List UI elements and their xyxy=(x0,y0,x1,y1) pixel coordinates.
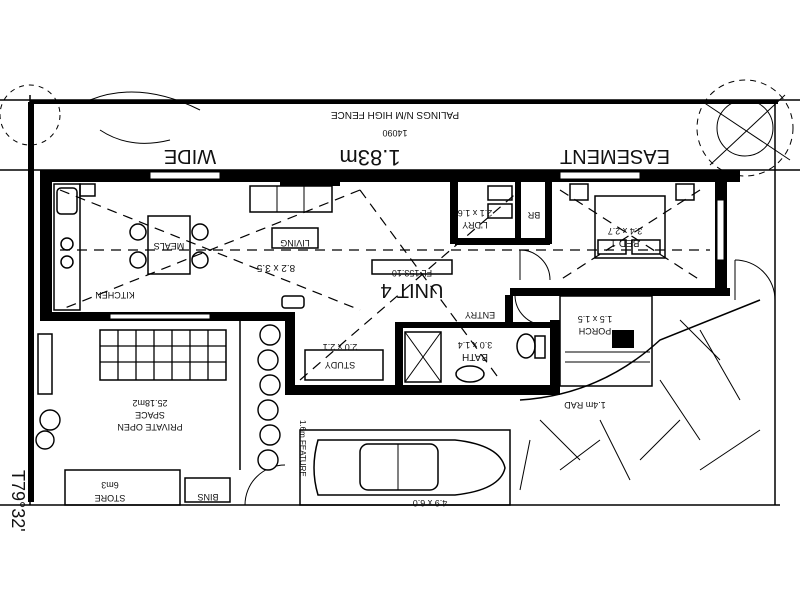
car xyxy=(299,429,511,506)
kitchen-label: KITCHEN xyxy=(95,290,135,300)
private-open-label: PRIVATE OPEN xyxy=(117,422,182,432)
bins-label: BINS xyxy=(197,492,218,502)
private-open-area: 25.18m2 xyxy=(132,398,167,408)
easement-width: 1.83m xyxy=(339,145,400,170)
bed1-dimension: 3.4 x 2.7 xyxy=(608,226,643,236)
meals-label: MEALS xyxy=(154,241,185,251)
laundry-dimension: 2.1 x 1.6 xyxy=(458,208,493,218)
door-swings xyxy=(244,249,776,506)
easement-annotations: PALINGS N/M HIGH FENCE 14090 1.83m WIDE … xyxy=(8,109,670,532)
living-dimension: 8.2 x 3.5 xyxy=(256,262,295,273)
bath-label: BATH xyxy=(462,351,488,362)
sofa xyxy=(249,185,333,213)
br-label: BR xyxy=(527,210,540,220)
bearing-label: T79°32' xyxy=(8,470,28,532)
shrubs xyxy=(35,324,281,471)
carport-dimension: 4.9 x 6.0 xyxy=(413,498,448,508)
porch-dimension: 1.5 x 1.5 xyxy=(578,314,613,324)
dining-table xyxy=(129,215,209,275)
store-label: STORE xyxy=(95,493,126,503)
entry-label: ENTRY xyxy=(465,310,495,320)
unit-label: UNIT 4 xyxy=(381,279,444,301)
garden-bed xyxy=(519,299,761,491)
fence-note: PALINGS N/M HIGH FENCE xyxy=(331,109,459,120)
floor-level-label: FL 153.10 xyxy=(392,268,432,278)
tree-sketch xyxy=(0,79,794,177)
garden-radius: 1.4m RAD xyxy=(564,400,606,410)
fence-dimension: 14090 xyxy=(382,128,407,138)
windows xyxy=(109,171,725,320)
bed1-label: BED 1 xyxy=(610,237,639,248)
easement-word-wide: WIDE xyxy=(164,145,216,167)
space-label: SPACE xyxy=(135,410,165,420)
study-dimension: 2.0 x 2.1 xyxy=(323,342,358,352)
landscape-feature-label: 1.6m FEATURE xyxy=(298,420,307,477)
roof-lines xyxy=(59,189,710,381)
study-label: STUDY xyxy=(325,360,356,370)
paving-grid xyxy=(99,329,227,381)
bed xyxy=(569,183,695,259)
store-volume: 6m3 xyxy=(101,480,119,490)
bath-fixtures xyxy=(404,331,546,383)
kitchen-bench xyxy=(53,183,96,311)
living-label: LIVING xyxy=(280,238,310,248)
bath-dimension: 3.0 x 1.4 xyxy=(458,340,493,350)
easement-word: EASEMENT xyxy=(560,145,670,167)
porch-label: PORCH xyxy=(579,326,612,336)
laundry-label: L'DRY xyxy=(462,220,488,230)
